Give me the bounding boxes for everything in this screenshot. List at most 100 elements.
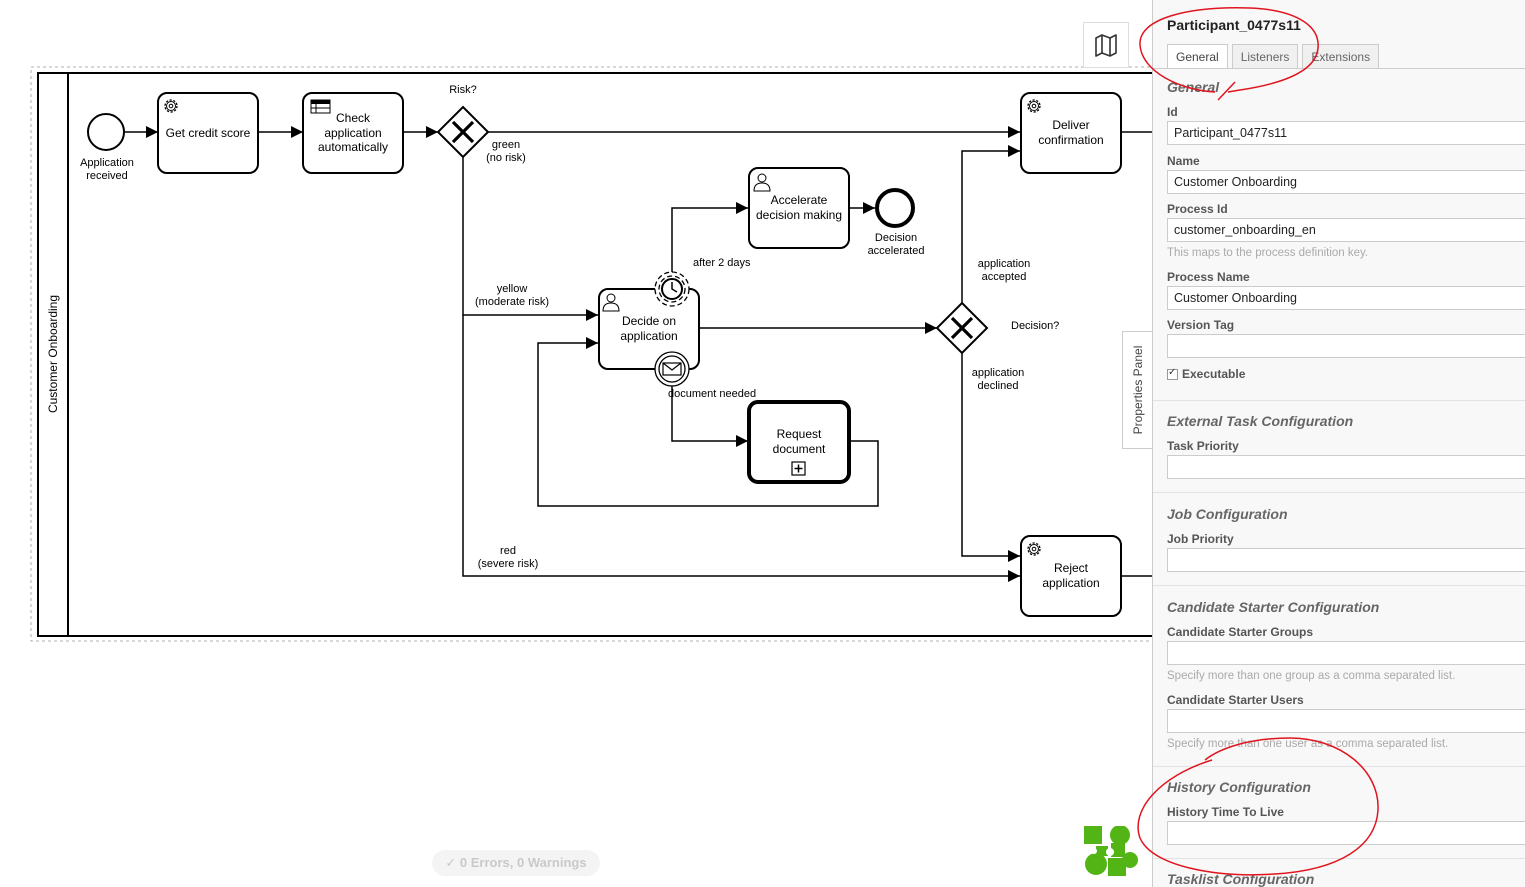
flow-label: application bbox=[972, 367, 1025, 379]
svg-text:Accelerate: Accelerate bbox=[771, 193, 828, 207]
process-id-label: Process Id bbox=[1167, 202, 1228, 216]
candidate-groups-description: Specify more than one group as a comma s… bbox=[1167, 670, 1456, 682]
group-job-heading: Job Configuration bbox=[1167, 506, 1288, 522]
svg-text:Decide on: Decide on bbox=[622, 314, 676, 328]
end-event-label: accelerated bbox=[868, 245, 925, 257]
group-general-heading: General bbox=[1167, 79, 1220, 95]
group-history-heading: History Configuration bbox=[1167, 779, 1311, 795]
gateway-decision[interactable] bbox=[935, 301, 989, 355]
flow-label: document needed bbox=[668, 388, 756, 400]
task-get-credit-score[interactable]: Get credit score bbox=[157, 92, 259, 174]
pool-label: Customer Onboarding bbox=[46, 295, 60, 413]
svg-text:application: application bbox=[620, 329, 677, 343]
pool-selection-outline bbox=[30, 66, 1152, 642]
svg-text:document: document bbox=[773, 442, 826, 456]
process-id-field[interactable]: customer_onboarding_en bbox=[1167, 218, 1525, 242]
gateway-risk-label: Risk? bbox=[449, 84, 477, 96]
svg-text:decision making: decision making bbox=[756, 208, 842, 222]
group-divider bbox=[1153, 858, 1525, 859]
properties-panel-toggle[interactable]: Properties Panel bbox=[1122, 331, 1152, 449]
candidate-groups-field[interactable] bbox=[1167, 641, 1525, 665]
version-tag-label: Version Tag bbox=[1167, 318, 1235, 332]
flow-loop-back bbox=[537, 337, 879, 507]
properties-panel-toggle-label: Properties Panel bbox=[1130, 345, 1145, 435]
id-label: Id bbox=[1167, 105, 1178, 119]
svg-text:Get credit score: Get credit score bbox=[166, 126, 251, 140]
group-divider bbox=[1153, 400, 1525, 401]
process-name-field[interactable]: Customer Onboarding bbox=[1167, 286, 1525, 310]
group-divider bbox=[1153, 492, 1525, 493]
flow-label: application bbox=[978, 258, 1031, 270]
svg-text:Reject: Reject bbox=[1054, 561, 1089, 575]
history-ttl-field[interactable] bbox=[1167, 821, 1525, 845]
user-task-person-icon bbox=[602, 293, 620, 312]
process-name-label: Process Name bbox=[1167, 270, 1250, 284]
bpmn-canvas[interactable]: Customer Onboarding Application received… bbox=[0, 0, 1152, 887]
flow-label: (moderate risk) bbox=[475, 296, 549, 308]
start-event[interactable] bbox=[87, 113, 125, 151]
start-event-label: received bbox=[86, 170, 128, 182]
tab-general[interactable]: General bbox=[1167, 44, 1228, 69]
flow-label: yellow bbox=[497, 283, 528, 295]
task-reject-application[interactable]: Reject application bbox=[1020, 535, 1122, 617]
flow-label: (no risk) bbox=[486, 152, 526, 164]
flow-red bbox=[462, 315, 1020, 582]
business-rule-table-icon bbox=[310, 99, 331, 114]
flow-label: declined bbox=[978, 380, 1019, 392]
task-priority-label: Task Priority bbox=[1167, 439, 1239, 453]
flow-timer bbox=[671, 202, 748, 273]
group-divider bbox=[1153, 585, 1525, 586]
flow-accepted bbox=[961, 145, 1020, 303]
id-field[interactable]: Participant_0477s11 bbox=[1167, 121, 1525, 145]
svg-text:Deliver: Deliver bbox=[1052, 118, 1089, 132]
properties-panel: Participant_0477s11 General Listeners Ex… bbox=[1152, 0, 1525, 887]
history-ttl-label: History Time To Live bbox=[1167, 805, 1284, 819]
job-priority-field[interactable] bbox=[1167, 548, 1525, 572]
flow-label: red bbox=[500, 545, 516, 557]
group-external-task-heading: External Task Configuration bbox=[1167, 413, 1354, 429]
task-check-application[interactable]: Check application automatically bbox=[302, 92, 404, 174]
flow-declined bbox=[961, 353, 1020, 562]
executable-row: Executable bbox=[1167, 367, 1245, 381]
validation-status[interactable]: ✓ 0 Errors, 0 Warnings bbox=[432, 850, 600, 876]
end-event[interactable] bbox=[875, 188, 915, 228]
candidate-users-description: Specify more than one user as a comma se… bbox=[1167, 738, 1449, 750]
panel-tabs: General Listeners Extensions bbox=[1167, 44, 1380, 69]
start-event-label: Application bbox=[80, 157, 134, 169]
svg-text:Check: Check bbox=[336, 111, 371, 125]
tab-divider bbox=[1153, 68, 1525, 69]
gateway-decision-label: Decision? bbox=[1011, 320, 1059, 332]
group-tasklist-heading: Tasklist Configuration bbox=[1167, 871, 1315, 887]
panel-title: Participant_0477s11 bbox=[1167, 17, 1301, 33]
candidate-groups-label: Candidate Starter Groups bbox=[1167, 625, 1314, 639]
message-boundary-event-icon[interactable] bbox=[654, 351, 690, 387]
sequence-flows bbox=[125, 126, 1152, 582]
name-label: Name bbox=[1167, 154, 1200, 168]
candidate-users-field[interactable] bbox=[1167, 709, 1525, 733]
group-candidate-starter-heading: Candidate Starter Configuration bbox=[1167, 599, 1380, 615]
task-request-document[interactable]: Request document bbox=[747, 400, 851, 484]
candidate-users-label: Candidate Starter Users bbox=[1167, 693, 1304, 707]
user-task-person-icon bbox=[753, 173, 771, 192]
task-accelerate-decision[interactable]: Accelerate decision making bbox=[748, 167, 850, 249]
executable-label: Executable bbox=[1182, 367, 1246, 381]
tab-extensions[interactable]: Extensions bbox=[1302, 44, 1380, 68]
timer-boundary-event-icon[interactable] bbox=[654, 271, 690, 307]
flow-label: after 2 days bbox=[693, 257, 751, 269]
name-field[interactable]: Customer Onboarding bbox=[1167, 170, 1525, 194]
group-divider bbox=[1153, 766, 1525, 767]
task-deliver-confirmation[interactable]: Deliver confirmation bbox=[1020, 92, 1122, 174]
gateway-risk[interactable] bbox=[436, 105, 490, 159]
end-event-label: Decision bbox=[875, 232, 917, 244]
svg-text:confirmation: confirmation bbox=[1038, 133, 1103, 147]
executable-checkbox[interactable] bbox=[1167, 367, 1178, 380]
camunda-logo bbox=[1084, 826, 1138, 876]
tab-listeners[interactable]: Listeners bbox=[1231, 44, 1299, 68]
expand-plus-icon bbox=[791, 461, 806, 476]
flow-label: (severe risk) bbox=[478, 558, 539, 570]
task-decide-on-application[interactable]: Decide on application bbox=[598, 288, 700, 370]
minimap-toggle-button[interactable] bbox=[1083, 22, 1129, 68]
task-priority-field[interactable] bbox=[1167, 455, 1525, 479]
version-tag-field[interactable] bbox=[1167, 334, 1525, 358]
flow-label: green bbox=[492, 139, 520, 151]
